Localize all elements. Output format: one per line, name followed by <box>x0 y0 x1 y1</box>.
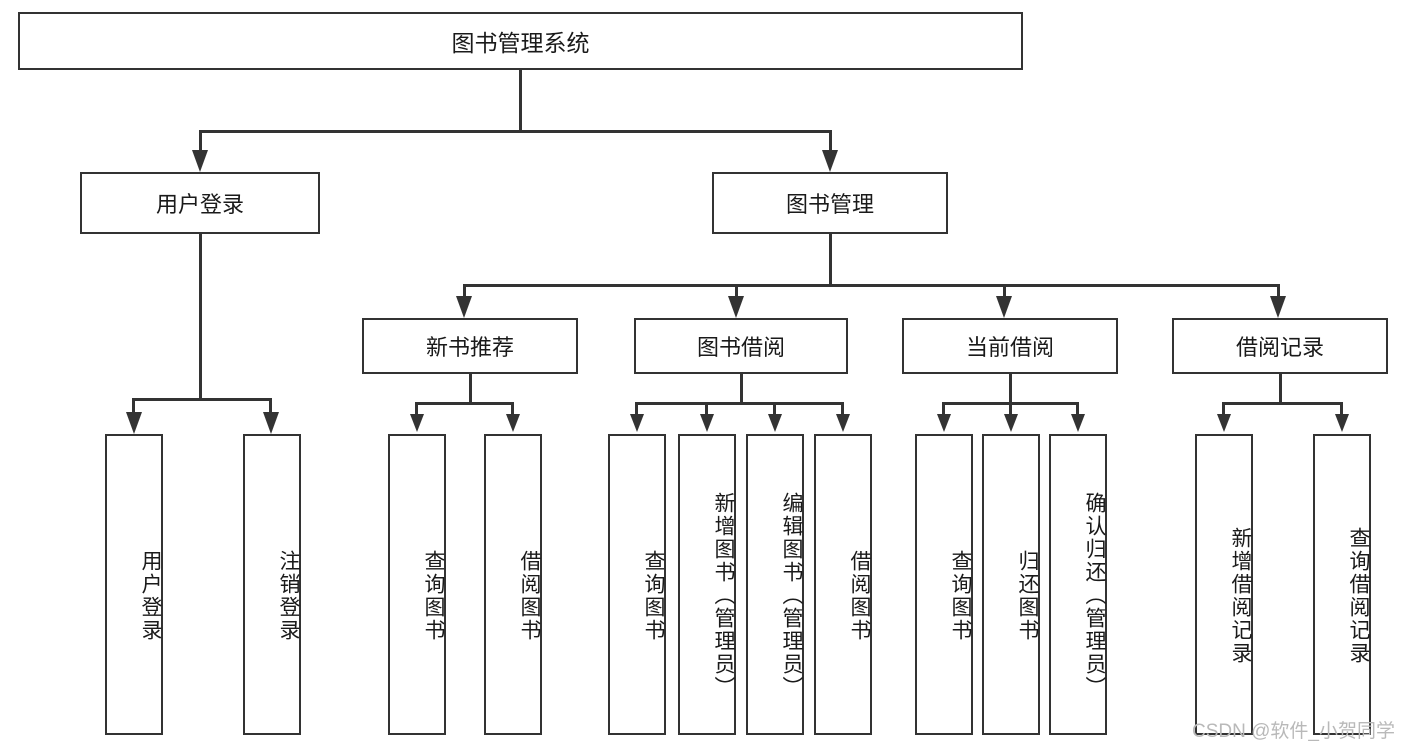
connector-nbr-bus <box>415 402 513 405</box>
connector-root-drop-left <box>199 130 202 152</box>
connector-root-stem <box>519 70 522 132</box>
node-leaf-return-book[interactable]: 归还图书 <box>982 434 1040 735</box>
arrowhead-to-leaf-query-book-1 <box>410 414 424 432</box>
node-label: 图书管理系统 <box>451 30 590 56</box>
node-label: 新书推荐 <box>425 335 514 360</box>
connector-user-login-stem <box>199 234 202 400</box>
arrowhead-to-current-borrow <box>996 296 1012 318</box>
connector-cb-drop-2 <box>1009 402 1012 414</box>
node-leaf-add-book[interactable]: 新增图书（管理员） <box>678 434 736 735</box>
node-leaf-edit-book[interactable]: 编辑图书（管理员） <box>746 434 804 735</box>
arrowhead-to-borrow-record <box>1270 296 1286 318</box>
connector-root-bus <box>199 130 831 133</box>
node-label: 查询图书 <box>422 549 445 642</box>
node-label: 用户登录 <box>139 549 162 642</box>
node-label: 借阅记录 <box>1235 335 1324 360</box>
node-label: 用户登录 <box>155 192 244 217</box>
connector-bb-drop-3 <box>773 402 776 414</box>
connector-book-manage-drop-3 <box>1003 284 1006 300</box>
node-label: 借阅图书 <box>848 549 871 642</box>
connector-book-manage-drop-4 <box>1277 284 1280 300</box>
connector-cb-stem <box>1009 374 1012 404</box>
connector-bb-drop-2 <box>705 402 708 414</box>
arrowhead-to-new-book-recommend <box>456 296 472 318</box>
node-leaf-query-book-3[interactable]: 查询图书 <box>915 434 973 735</box>
node-label: 查询图书 <box>949 549 972 642</box>
arrowhead-to-leaf-query-record <box>1335 414 1349 432</box>
node-leaf-confirm-return[interactable]: 确认归还（管理员） <box>1049 434 1107 735</box>
node-leaf-add-record[interactable]: 新增借阅记录 <box>1195 434 1253 735</box>
arrowhead-to-leaf-user-login <box>126 412 142 434</box>
node-label: 图书借阅 <box>696 335 785 360</box>
arrowhead-to-leaf-borrow-book-2 <box>836 414 850 432</box>
node-label: 当前借阅 <box>965 335 1054 360</box>
node-book-borrow[interactable]: 图书借阅 <box>634 318 848 374</box>
node-leaf-query-record[interactable]: 查询借阅记录 <box>1313 434 1371 735</box>
node-label: 图书管理 <box>785 192 874 217</box>
arrowhead-to-leaf-edit-book <box>768 414 782 432</box>
node-label: 编辑图书（管理员） <box>780 492 803 699</box>
arrowhead-to-book-manage <box>822 150 838 172</box>
arrowhead-to-user-login <box>192 150 208 172</box>
arrowhead-to-leaf-add-record <box>1217 414 1231 432</box>
connector-br-drop-1 <box>1222 402 1225 414</box>
connector-book-manage-bus <box>463 284 1280 287</box>
node-label: 归还图书 <box>1016 549 1039 642</box>
connector-root-drop-right <box>829 130 832 152</box>
connector-bb-bus <box>635 402 843 405</box>
node-label: 新增借阅记录 <box>1229 526 1252 665</box>
node-label: 查询图书 <box>642 549 665 642</box>
connector-user-login-drop-2 <box>269 398 272 414</box>
node-label: 确认归还（管理员） <box>1083 492 1106 699</box>
node-label: 注销登录 <box>277 549 300 642</box>
arrowhead-to-leaf-add-book <box>700 414 714 432</box>
node-leaf-borrow-book-2[interactable]: 借阅图书 <box>814 434 872 735</box>
connector-nbr-drop-2 <box>511 402 514 414</box>
node-leaf-user-login[interactable]: 用户登录 <box>105 434 163 735</box>
node-label: 借阅图书 <box>518 549 541 642</box>
node-label: 查询借阅记录 <box>1347 526 1370 665</box>
node-leaf-query-book-2[interactable]: 查询图书 <box>608 434 666 735</box>
connector-nbr-drop-1 <box>415 402 418 414</box>
connector-user-login-drop-1 <box>132 398 135 414</box>
node-leaf-query-book-1[interactable]: 查询图书 <box>388 434 446 735</box>
node-new-book-recommend[interactable]: 新书推荐 <box>362 318 578 374</box>
node-borrow-record[interactable]: 借阅记录 <box>1172 318 1388 374</box>
connector-book-manage-stem <box>829 234 832 286</box>
arrowhead-to-leaf-return-book <box>1004 414 1018 432</box>
node-leaf-user-logout[interactable]: 注销登录 <box>243 434 301 735</box>
connector-cb-drop-3 <box>1076 402 1079 414</box>
node-root-system[interactable]: 图书管理系统 <box>18 12 1023 70</box>
connector-book-manage-drop-1 <box>463 284 466 300</box>
connector-bb-stem <box>740 374 743 404</box>
connector-user-login-bus <box>132 398 271 401</box>
connector-cb-drop-1 <box>942 402 945 414</box>
connector-book-manage-drop-2 <box>735 284 738 300</box>
node-leaf-borrow-book-1[interactable]: 借阅图书 <box>484 434 542 735</box>
node-current-borrow[interactable]: 当前借阅 <box>902 318 1118 374</box>
arrowhead-to-leaf-query-book-3 <box>937 414 951 432</box>
node-user-login[interactable]: 用户登录 <box>80 172 320 234</box>
connector-br-bus <box>1222 402 1342 405</box>
node-label: 新增图书（管理员） <box>712 492 735 699</box>
arrowhead-to-leaf-confirm-return <box>1071 414 1085 432</box>
connector-nbr-stem <box>469 374 472 404</box>
connector-br-stem <box>1279 374 1282 404</box>
arrowhead-to-leaf-borrow-book-1 <box>506 414 520 432</box>
connector-bb-drop-1 <box>635 402 638 414</box>
arrowhead-to-leaf-user-logout <box>263 412 279 434</box>
connector-br-drop-2 <box>1340 402 1343 414</box>
node-book-manage[interactable]: 图书管理 <box>712 172 948 234</box>
arrowhead-to-leaf-query-book-2 <box>630 414 644 432</box>
arrowhead-to-book-borrow <box>728 296 744 318</box>
connector-bb-drop-4 <box>841 402 844 414</box>
